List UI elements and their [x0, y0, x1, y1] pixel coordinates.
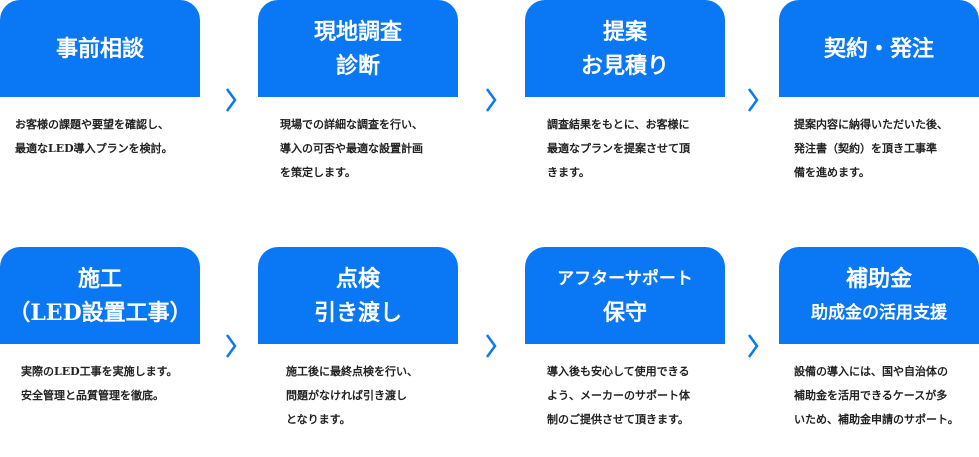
step-description: 現場での詳細な調査を行い、 導入の可否や最適な設置計画 を策定します。 [280, 118, 423, 179]
step-description: 導入後も安心して使用できる よう、メーカーのサポート体 制のご提供させて頂きます… [547, 365, 690, 426]
step-subtitle: 引き渡し [313, 299, 402, 326]
step-subtitle: 診断 [335, 52, 380, 79]
step-card-proposal: 提案お見積り 調査結果をもとに、お客様に 最適なプランを提案させて頂 きます。 [525, 0, 725, 185]
step-header: 事前相談 [0, 0, 200, 97]
step-description: 施工後に最終点検を行い、 問題がなければ引き渡し となります。 [286, 365, 418, 426]
step-title: 提案 [602, 18, 647, 45]
step-card-contract: 契約・発注 提案内容に納得いただいた後、 発注書（契約）を頂き工事準 備を進めま… [779, 0, 979, 185]
step-header: 提案お見積り [525, 0, 725, 97]
step-title: 契約・発注 [823, 35, 934, 62]
step-card-after-support: アフターサポート保守 導入後も安心して使用できる よう、メーカーのサポート体 制… [525, 247, 725, 432]
step-description: 設備の導入には、国や自治体の 補助金を活用できるケースが多 いため、補助金申請の… [794, 365, 959, 426]
step-subtitle: （LED設置工事） [8, 299, 192, 326]
step-title: 現地調査 [313, 18, 402, 45]
step-card-subsidy: 補助金助成金の活用支援 設備の導入には、国や自治体の 補助金を活用できるケースが… [779, 247, 979, 432]
chevron-right-icon [225, 88, 237, 112]
step-card-survey: 現地調査診断 現場での詳細な調査を行い、 導入の可否や最適な設置計画 を策定しま… [258, 0, 458, 185]
chevron-right-icon [747, 88, 759, 112]
step-title: 点検 [335, 265, 380, 292]
step-header: 施工 （LED設置工事） [0, 247, 200, 344]
step-description: 提案内容に納得いただいた後、 発注書（契約）を頂き工事準 備を進めます。 [794, 118, 948, 179]
chevron-right-icon [747, 334, 759, 358]
step-title: 補助金 [845, 265, 912, 292]
chevron-right-icon [225, 334, 237, 358]
step-title: アフターサポート [557, 268, 693, 289]
chevron-right-icon [485, 88, 497, 112]
step-card-inspection: 点検引き渡し 施工後に最終点検を行い、 問題がなければ引き渡し となります。 [258, 247, 458, 432]
step-title: 事前相談 [55, 35, 144, 62]
step-description: 調査結果をもとに、お客様に 最適なプランを提案させて頂 きます。 [547, 118, 690, 179]
step-card-consultation: 事前相談 お客様の課題や要望を確認し、 最適なLED導入プランを検討。 [0, 0, 200, 161]
step-card-construction: 施工 （LED設置工事） 実際のLED工事を実施します。 安全管理と品質管理を徹底… [0, 247, 200, 408]
step-subtitle: お見積り [580, 52, 669, 79]
chevron-right-icon [485, 334, 497, 358]
step-header: 点検引き渡し [258, 247, 458, 344]
step-description: 実際のLED工事を実施します。 安全管理と品質管理を徹底。 [21, 365, 178, 402]
step-header: 補助金助成金の活用支援 [779, 247, 979, 344]
step-subtitle: 助成金の活用支援 [811, 302, 947, 323]
step-header: 契約・発注 [779, 0, 979, 97]
step-header: アフターサポート保守 [525, 247, 725, 344]
step-description: お客様の課題や要望を確認し、 最適なLED導入プランを検討。 [15, 118, 173, 155]
step-header: 現地調査診断 [258, 0, 458, 97]
step-title: 施工 [77, 265, 122, 292]
step-subtitle: 保守 [602, 299, 647, 326]
